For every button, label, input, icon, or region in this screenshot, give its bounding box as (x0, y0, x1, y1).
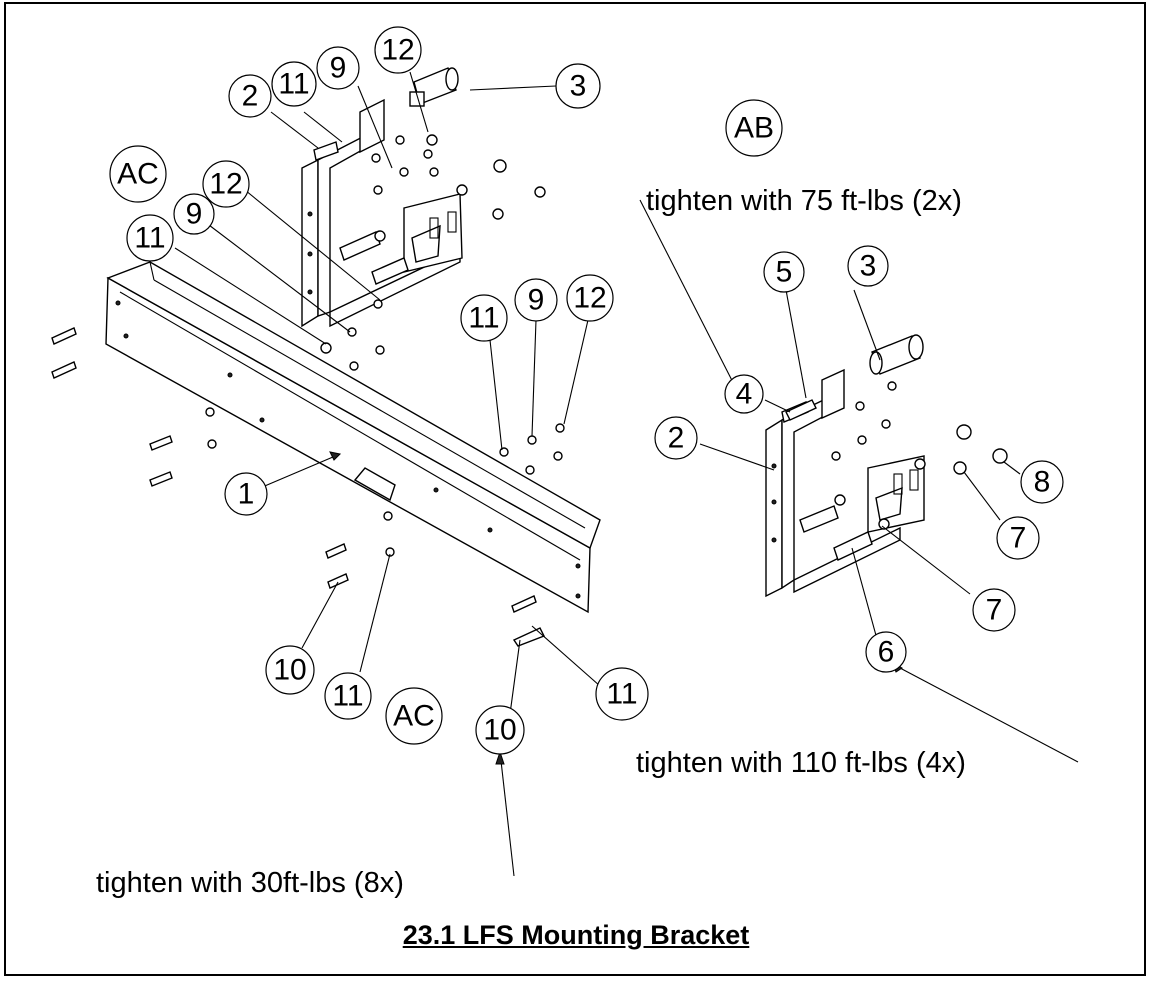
balloon-number: 11 (606, 678, 637, 711)
torque-note-110: tighten with 110 ft-lbs (4x) (636, 747, 966, 779)
balloon-12-mid: 12 (202, 160, 250, 208)
pin-part-top (409, 67, 459, 107)
balloon-number: 10 (273, 654, 306, 687)
balloon-7-b: 7 (972, 588, 1016, 632)
balloon-number: 12 (573, 282, 606, 315)
balloon-3-right: 3 (847, 245, 889, 287)
torque-note-75: tighten with 75 ft-lbs (2x) (646, 185, 962, 217)
balloon-9-top: 9 (316, 46, 360, 90)
balloon-number: 6 (878, 636, 895, 669)
balloon-number: 4 (736, 378, 753, 411)
balloon-number: 7 (1010, 522, 1027, 555)
balloon-11-bottom-right: 11 (595, 667, 649, 721)
balloon-number: 5 (776, 256, 793, 289)
leader-lines (174, 71, 1079, 877)
balloon-4: 4 (724, 374, 764, 414)
balloon-number: 2 (668, 422, 685, 455)
balloon-11-right: 11 (460, 294, 508, 342)
balloon-9-mid: 9 (173, 193, 215, 235)
figure-title: 23.1 LFS Mounting Bracket (402, 920, 750, 950)
balloon-8: 8 (1020, 460, 1064, 504)
balloon-3-top: 3 (555, 63, 601, 109)
balloon-2-top: 2 (228, 74, 272, 118)
fasteners (51, 134, 1008, 647)
balloon-number: 11 (278, 68, 309, 101)
balloon-number: 9 (186, 198, 203, 231)
balloon-2-right: 2 (654, 416, 698, 460)
balloon-10-bottom: 10 (475, 705, 525, 755)
balloon-number: AB (734, 112, 774, 145)
balloon-number: 11 (468, 302, 499, 335)
balloon-ac-top: AC (109, 145, 167, 203)
balloon-11-bottom-left: 11 (324, 672, 372, 720)
balloon-number: 9 (528, 284, 545, 317)
balloon-number: 8 (1034, 466, 1051, 499)
balloon-5: 5 (763, 251, 805, 293)
balloon-10-left: 10 (265, 645, 315, 695)
drawing-frame (4, 2, 1146, 976)
balloon-1: 1 (224, 472, 268, 516)
balloon-number: AC (393, 700, 435, 733)
balloon-6: 6 (865, 631, 907, 673)
torque-note-30: tighten with 30ft-lbs (8x) (96, 867, 404, 899)
balloon-7-a: 7 (996, 516, 1040, 560)
balloon-number: 1 (238, 478, 255, 511)
main-beam-part (105, 261, 601, 614)
left-bracket-part (301, 98, 463, 328)
balloon-number: 2 (242, 80, 259, 113)
balloons: 2 11 9 12 3 AB AC 12 9 11 11 9 12 1 10 1… (109, 26, 1064, 755)
balloon-11-top: 11 (271, 61, 317, 107)
balloon-number: 3 (860, 250, 877, 283)
balloon-number: 11 (332, 680, 363, 713)
pin-part-right (869, 334, 924, 375)
balloon-11-mid: 11 (126, 214, 174, 262)
right-bracket-part (765, 368, 925, 598)
balloon-12-right: 12 (566, 274, 614, 322)
balloon-number: AC (117, 158, 159, 191)
balloon-number: 12 (381, 34, 414, 67)
balloon-number: 11 (134, 222, 165, 255)
balloon-12-top: 12 (374, 26, 422, 74)
balloon-number: 7 (986, 594, 1003, 627)
balloon-ab: AB (725, 99, 783, 157)
balloon-number: 12 (209, 168, 242, 201)
balloon-9-right: 9 (514, 278, 558, 322)
balloon-number: 3 (570, 70, 587, 103)
balloon-ac-bottom: AC (385, 687, 443, 745)
balloon-number: 10 (483, 714, 516, 747)
balloon-number: 9 (330, 52, 347, 85)
